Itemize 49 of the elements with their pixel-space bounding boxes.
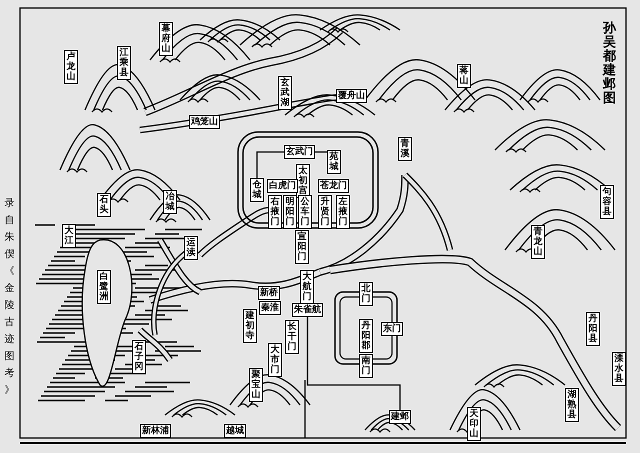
place-label: 苍龙门 — [318, 179, 349, 193]
place-label: 大市门 — [268, 343, 282, 377]
place-label: 青溪 — [398, 137, 412, 161]
place-label: 公车门 — [298, 195, 312, 229]
place-label: 蒋山 — [457, 64, 471, 88]
place-label: 天印山 — [467, 407, 481, 441]
place-label: 朱雀航 — [292, 303, 323, 317]
road-line — [306, 317, 401, 410]
place-label: 白虎门 — [267, 179, 298, 193]
place-label: 溧水县 — [612, 352, 626, 386]
place-label: 石头 — [97, 193, 111, 217]
place-label: 南门 — [359, 354, 373, 378]
place-label: 右掖门 — [268, 195, 282, 229]
place-label: 玄武门 — [284, 145, 315, 159]
place-label: 丹阳郡 — [359, 319, 373, 353]
place-label: 秦淮 — [259, 301, 281, 315]
place-label: 苑城 — [327, 150, 341, 174]
place-label: 升贤门 — [318, 195, 332, 229]
place-label: 句容县 — [600, 185, 614, 219]
place-label: 卢龙山 — [64, 50, 78, 84]
place-label: 运渎 — [184, 236, 198, 260]
place-label: 东门 — [381, 322, 403, 336]
place-label: 越城 — [224, 424, 246, 438]
place-label: 幕府山 — [159, 22, 173, 56]
place-label: 玄武湖 — [278, 76, 292, 110]
place-label: 鸡笼山 — [189, 115, 220, 129]
place-label: 新桥 — [258, 286, 280, 300]
place-label: 聚宝山 — [249, 368, 263, 402]
road-line — [256, 151, 284, 178]
place-label: 江乘县 — [117, 46, 131, 80]
place-label: 新林浦 — [140, 424, 171, 438]
road-line — [315, 151, 327, 153]
place-label: 建初寺 — [243, 309, 257, 343]
place-label: 湖熟县 — [565, 388, 579, 422]
place-label: 冶城 — [163, 190, 177, 214]
place-label: 长干门 — [285, 320, 299, 354]
place-label: 青龙山 — [531, 225, 545, 259]
place-label: 大航门 — [300, 270, 314, 304]
place-label: 左掖门 — [336, 195, 350, 229]
place-label: 覆舟山 — [336, 89, 367, 103]
place-label: 宣阳门 — [295, 230, 309, 264]
place-label: 明阳门 — [283, 195, 297, 229]
place-label: 建邺 — [389, 410, 411, 424]
place-label: 丹阳县 — [586, 312, 600, 346]
place-label: 北门 — [359, 282, 373, 306]
place-label: 白鹭洲 — [97, 270, 111, 304]
place-label: 大江 — [62, 224, 76, 248]
place-label: 石子冈 — [132, 340, 146, 374]
place-label: 仓城 — [250, 178, 264, 202]
